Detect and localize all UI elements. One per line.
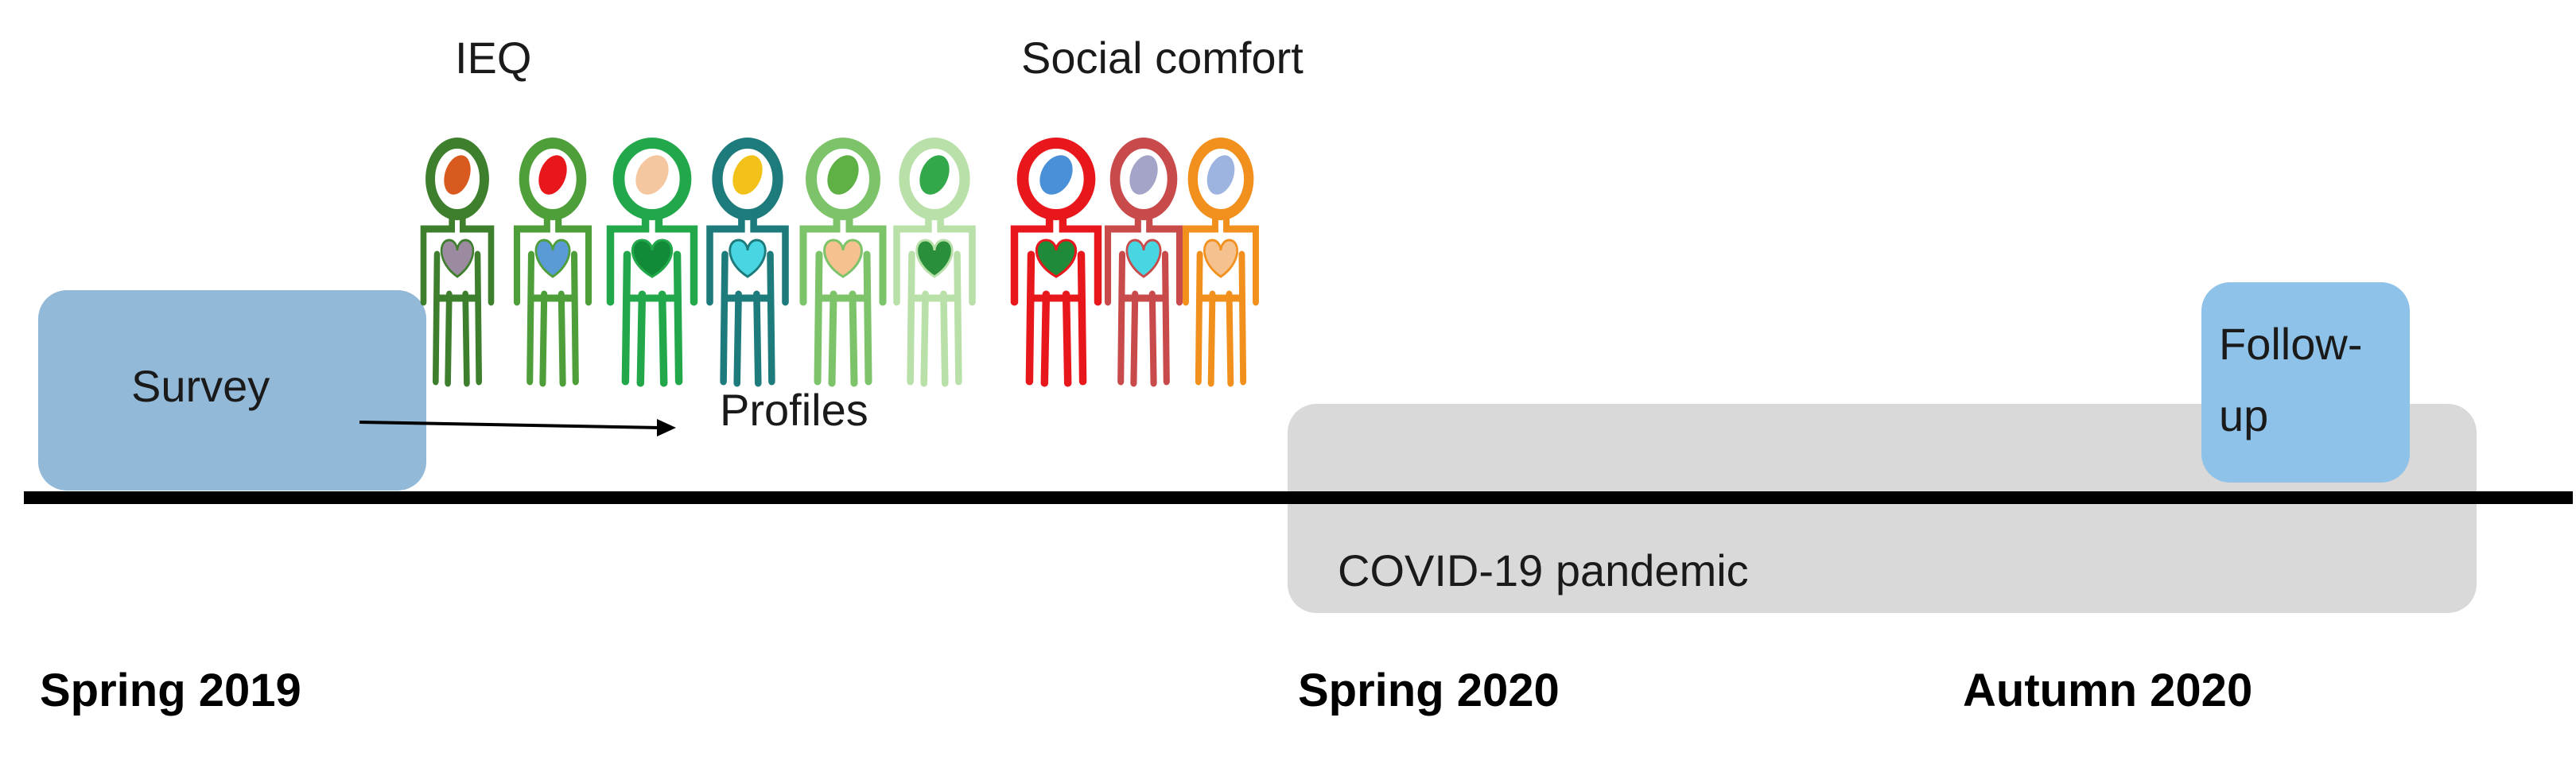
follow-up-label-line2: up xyxy=(2219,390,2269,440)
person-profile-icon xyxy=(606,138,698,387)
follow-up-label-line1: Follow- xyxy=(2219,319,2363,369)
date-autumn-2020: Autumn 2020 xyxy=(1963,665,2253,716)
survey-label: Survey xyxy=(131,361,270,411)
survey-box xyxy=(38,290,426,491)
survey-to-profiles-arrow xyxy=(359,419,676,436)
person-profile-icon xyxy=(706,138,789,387)
date-spring-2019: Spring 2019 xyxy=(40,665,301,716)
ieq-heading: IEQ xyxy=(455,33,532,83)
follow-up-box xyxy=(2201,282,2410,483)
timeline-axis xyxy=(24,491,2573,504)
person-profile-icon xyxy=(893,138,976,387)
profiles-label: Profiles xyxy=(720,385,868,435)
profile-figures xyxy=(420,138,1259,387)
person-profile-icon xyxy=(1183,138,1259,387)
person-profile-icon xyxy=(799,138,887,387)
social-comfort-heading: Social comfort xyxy=(1021,33,1304,83)
person-profile-icon xyxy=(513,138,593,387)
covid-label: COVID-19 pandemic xyxy=(1338,545,1749,595)
person-profile-icon xyxy=(1104,138,1183,387)
person-profile-icon xyxy=(420,138,495,387)
person-profile-icon xyxy=(1010,138,1102,387)
date-spring-2020: Spring 2020 xyxy=(1298,665,1560,716)
